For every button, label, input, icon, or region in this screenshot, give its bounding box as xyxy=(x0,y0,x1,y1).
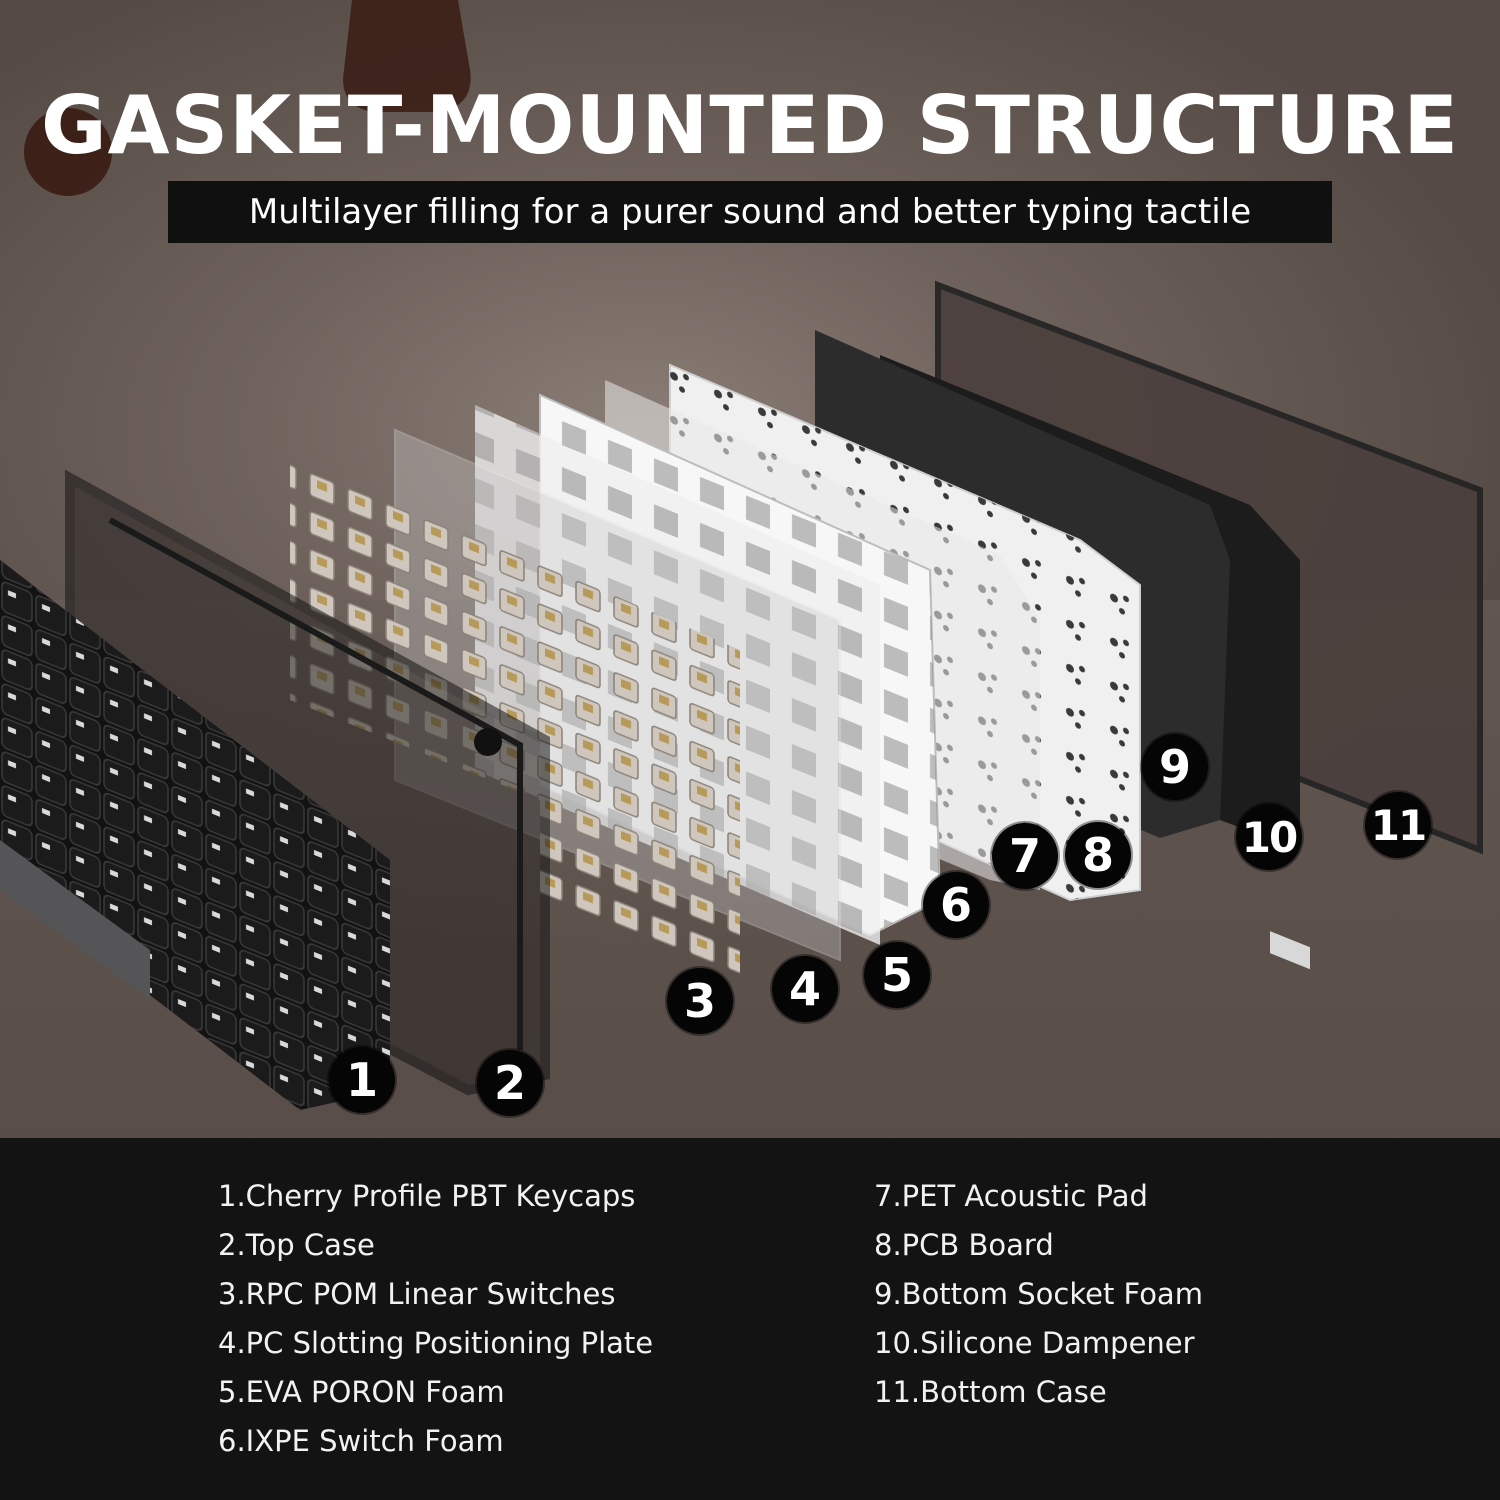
legend-item: 2.Top Case xyxy=(218,1228,375,1262)
exploded-view-hero: GASKET-MOUNTED STRUCTURE Multilayer fill… xyxy=(0,0,1500,1138)
headline-title: GASKET-MOUNTED STRUCTURE xyxy=(40,79,1460,172)
spacebar-key xyxy=(0,840,150,1000)
legend-item: 5.EVA PORON Foam xyxy=(218,1375,505,1409)
legend-item: 11.Bottom Case xyxy=(874,1375,1107,1409)
callout-badge-9: 9 xyxy=(1142,734,1208,800)
legend-item: 1.Cherry Profile PBT Keycaps xyxy=(218,1179,636,1213)
legend-item: 9.Bottom Socket Foam xyxy=(874,1277,1203,1311)
callout-badge-2: 2 xyxy=(477,1050,543,1116)
legend-column-left: 1.Cherry Profile PBT Keycaps 2.Top Case … xyxy=(218,1176,653,1470)
callout-badge-8: 8 xyxy=(1065,822,1131,888)
legend-item: 7.PET Acoustic Pad xyxy=(874,1179,1148,1213)
callout-badge-1: 1 xyxy=(329,1047,395,1113)
callout-badge-5: 5 xyxy=(864,942,930,1008)
callout-badge-6: 6 xyxy=(923,872,989,938)
legend-item: 10.Silicone Dampener xyxy=(874,1326,1195,1360)
callout-badge-7: 7 xyxy=(992,823,1058,889)
case-gasket-pad xyxy=(1270,931,1310,970)
parts-legend: 1.Cherry Profile PBT Keycaps 2.Top Case … xyxy=(0,1138,1500,1500)
decor-bottle xyxy=(343,0,471,112)
callout-badge-11: 11 xyxy=(1365,792,1431,858)
top-case-rail xyxy=(108,517,523,1050)
volume-knob xyxy=(474,728,502,756)
legend-item: 3.RPC POM Linear Switches xyxy=(218,1277,616,1311)
exploded-keyboard-illustration xyxy=(0,0,1500,1138)
decor-sphere xyxy=(24,108,112,196)
legend-column-right: 7.PET Acoustic Pad 8.PCB Board 9.Bottom … xyxy=(874,1176,1203,1421)
subtitle-banner: Multilayer filling for a purer sound and… xyxy=(168,181,1332,243)
callout-badge-3: 3 xyxy=(667,968,733,1034)
legend-item: 8.PCB Board xyxy=(874,1228,1054,1262)
subtitle-text: Multilayer filling for a purer sound and… xyxy=(248,192,1252,232)
legend-item: 6.IXPE Switch Foam xyxy=(218,1424,504,1458)
layer-keycaps xyxy=(0,560,390,1110)
callout-badge-4: 4 xyxy=(772,956,838,1022)
legend-item: 4.PC Slotting Positioning Plate xyxy=(218,1326,654,1360)
callout-badge-10: 10 xyxy=(1236,804,1302,870)
